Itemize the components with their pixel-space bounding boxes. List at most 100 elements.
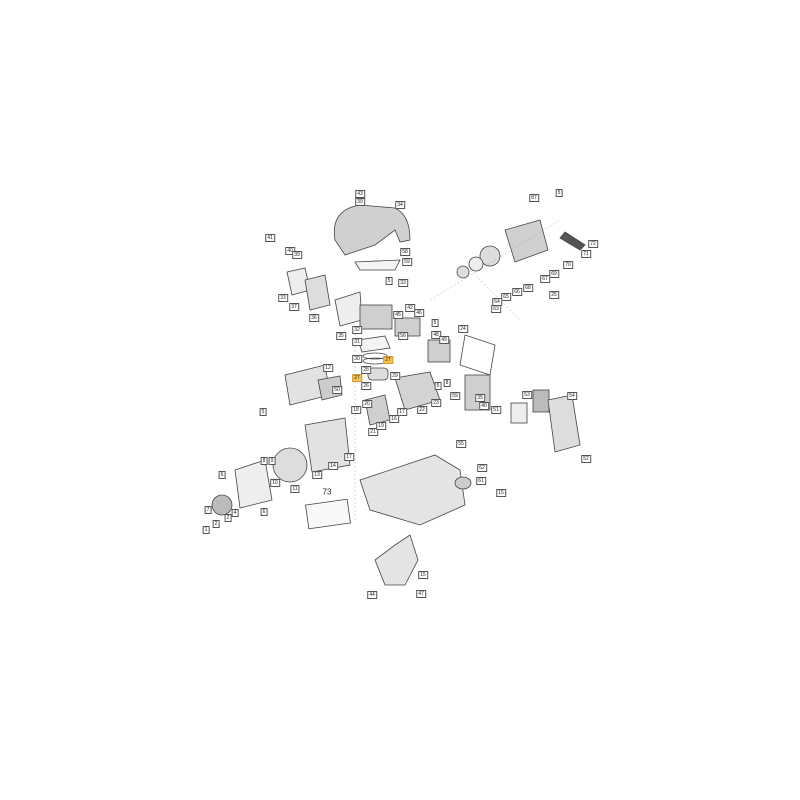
flywheel — [272, 447, 308, 483]
part-label: 55 — [456, 440, 466, 448]
part-label: 41 — [265, 234, 275, 242]
ignition-coil — [317, 375, 343, 401]
highlighted-part-label[interactable]: 27 — [383, 356, 393, 364]
part-label: 29 — [390, 372, 400, 380]
part-label: 12 — [323, 364, 333, 372]
part-label: 33 — [398, 279, 408, 287]
part-label: 10 — [270, 479, 280, 487]
tank-guard — [374, 534, 419, 586]
part-label: 71 — [581, 250, 591, 258]
part-label: 5 — [434, 382, 442, 390]
part-label: 9 — [268, 457, 276, 465]
muffler — [304, 274, 331, 311]
part-label: 37 — [289, 303, 299, 311]
part-label: 2 — [212, 520, 220, 528]
part-label: 56 — [398, 332, 408, 340]
manual-73 — [305, 498, 351, 530]
part-label: 5 — [385, 277, 393, 285]
part-label: 2 — [224, 514, 232, 522]
part-label: 14 — [328, 462, 338, 470]
starter-pulley — [479, 245, 501, 267]
part-label: 47 — [416, 590, 426, 598]
part-label: 39 — [355, 198, 365, 206]
part-label: 34 — [395, 201, 405, 209]
part-label: 73 — [321, 487, 333, 497]
part-label: 15 — [418, 571, 428, 579]
heat-shield — [334, 291, 363, 327]
part-label: 43 — [355, 190, 365, 198]
part-label: 32 — [352, 326, 362, 334]
fuel-tank — [359, 454, 466, 526]
part-label: 51 — [491, 406, 501, 414]
part-label: 11 — [290, 485, 300, 493]
part-label: 49 — [439, 336, 449, 344]
part-label: 62 — [477, 464, 487, 472]
clutch — [211, 494, 233, 516]
part-label: 6 — [218, 471, 226, 479]
filter-sponge — [510, 402, 528, 424]
part-label: 42 — [405, 304, 415, 312]
ratchet — [456, 265, 470, 279]
highlighted-part-label[interactable]: 27 — [352, 374, 362, 382]
part-label: 70 — [563, 261, 573, 269]
part-label: 68 — [523, 284, 533, 292]
part-label: 16 — [389, 415, 399, 423]
part-label: 18 — [351, 406, 361, 414]
part-label: 33 — [278, 294, 288, 302]
part-label: 66 — [512, 288, 522, 296]
part-label: 17 — [344, 453, 354, 461]
part-label: 72 — [588, 240, 598, 248]
part-label: 44 — [367, 591, 377, 599]
part-label: 24 — [458, 325, 468, 333]
filter-base — [464, 374, 491, 411]
cylinder-gasket — [357, 335, 391, 353]
piston — [367, 367, 389, 381]
part-label: 87 — [529, 194, 539, 202]
part-label: 15 — [496, 489, 506, 497]
part-label: 48 — [431, 331, 441, 339]
part-label: 65 — [501, 293, 511, 301]
fan-cover — [234, 459, 273, 509]
part-label: 26 — [361, 382, 371, 390]
part-label: 35 — [336, 332, 346, 340]
part-label: 61 — [476, 477, 486, 485]
part-label: 20 — [362, 400, 372, 408]
part-label: 23 — [431, 399, 441, 407]
gasket — [354, 259, 401, 271]
part-label: 36 — [309, 314, 319, 322]
part-label: 19 — [376, 422, 386, 430]
filter-element — [532, 389, 550, 413]
part-label: 1 — [202, 526, 210, 534]
part-label: 31 — [352, 338, 362, 346]
part-label: 46 — [414, 309, 424, 317]
part-label: 35 — [475, 394, 485, 402]
part-label: 58 — [400, 248, 410, 256]
part-label: 59 — [450, 392, 460, 400]
part-label: 6 — [260, 508, 268, 516]
part-label: 50 — [332, 386, 342, 394]
part-label: 22 — [417, 406, 427, 414]
part-label: 5 — [259, 408, 267, 416]
starter-handle — [559, 231, 586, 251]
part-label: 5 — [555, 189, 563, 197]
part-label: 67 — [540, 275, 550, 283]
part-label: 17 — [397, 408, 407, 416]
part-label: 28 — [361, 366, 371, 374]
part-label: 40 — [479, 402, 489, 410]
part-label: 30 — [352, 355, 362, 363]
part-label: 53 — [522, 391, 532, 399]
starter-housing — [504, 219, 549, 263]
part-label: 21 — [368, 428, 378, 436]
part-label: 63 — [491, 305, 501, 313]
fuel-cap — [454, 476, 472, 490]
engine-housing — [304, 417, 351, 473]
carburetor-2 — [427, 339, 451, 363]
part-label: 39 — [292, 251, 302, 259]
intake-gasket — [459, 334, 496, 376]
part-label: 4 — [231, 509, 239, 517]
part-label: 52 — [581, 455, 591, 463]
part-label: 45 — [393, 311, 403, 319]
filter-cover — [547, 394, 581, 453]
